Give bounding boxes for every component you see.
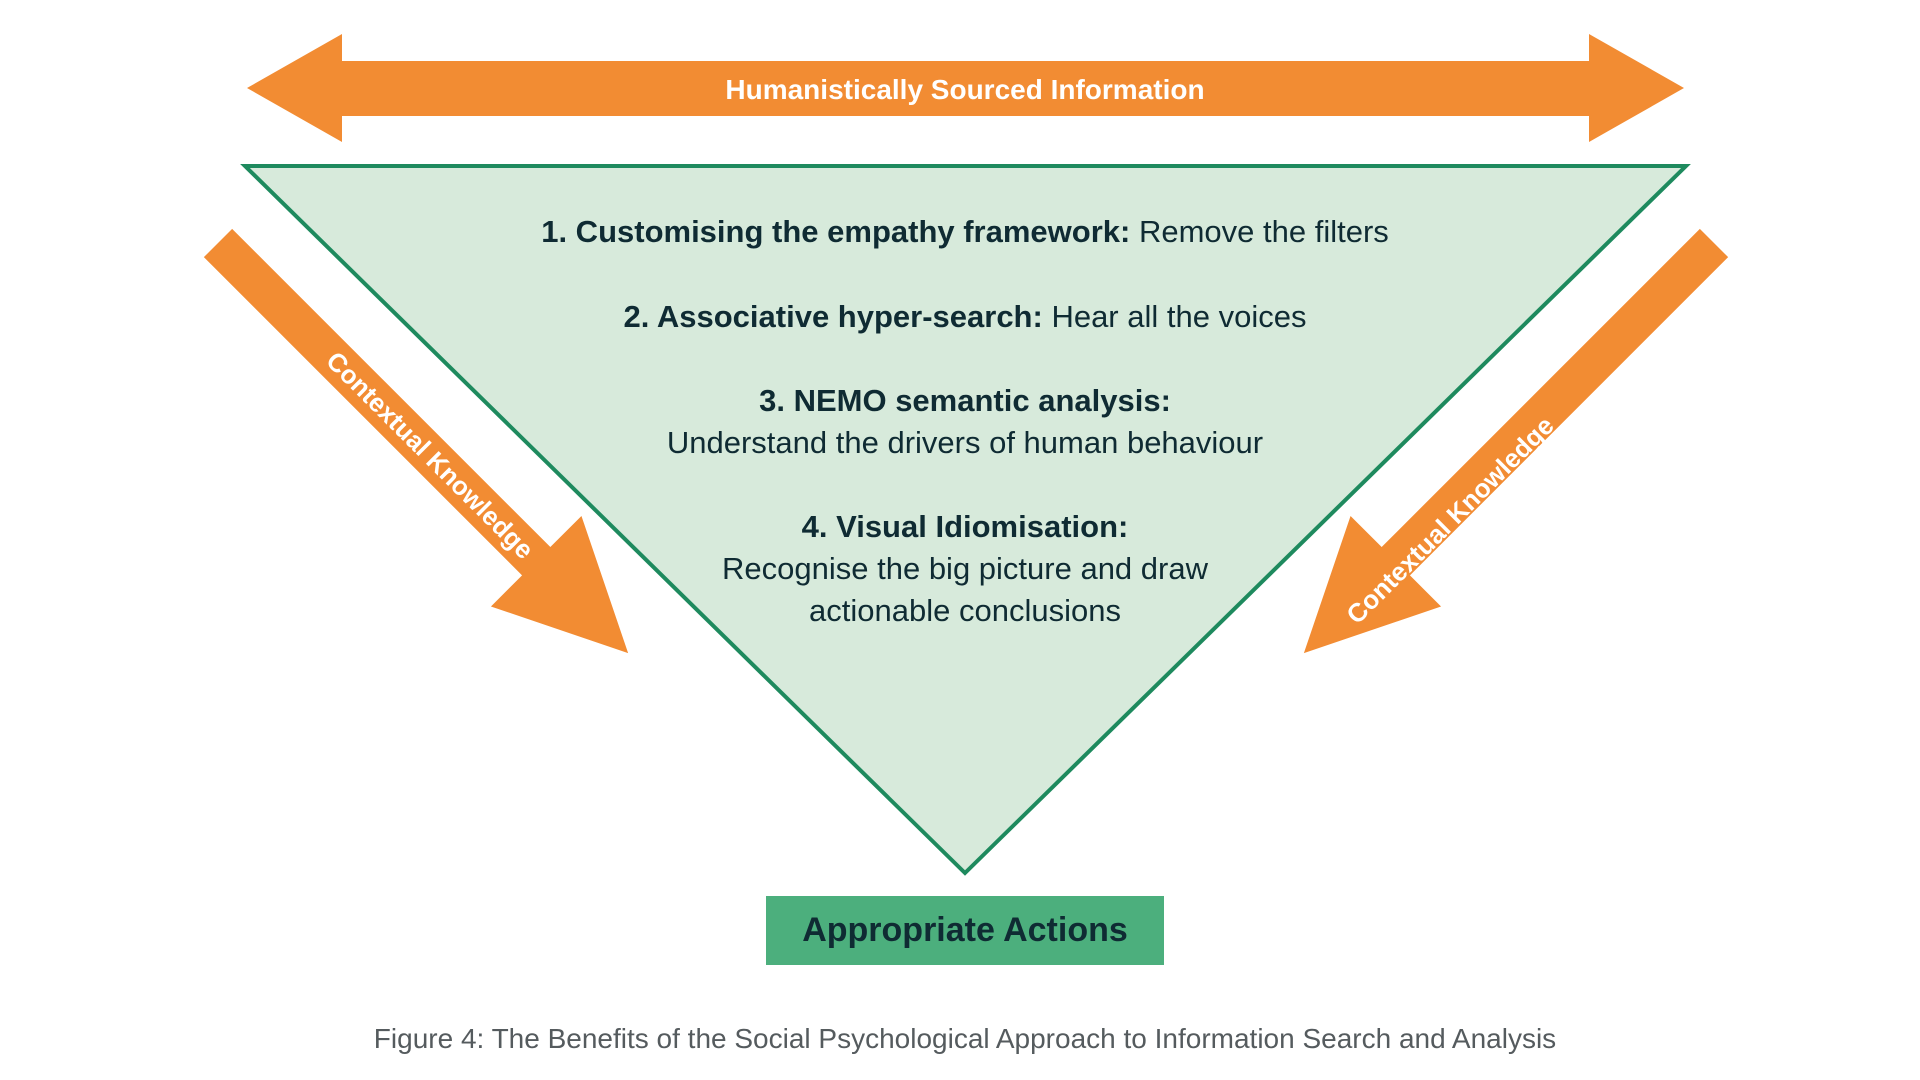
step-1: 1. Customising the empathy framework: Re… [541,214,1389,249]
result-box: Appropriate Actions [766,896,1164,965]
result-box-label: Appropriate Actions [802,911,1128,949]
step-1-title: 1. Customising the empathy framework: [541,214,1130,249]
right-diagonal-arrow [1303,228,1729,654]
step-1-text: Remove the filters [1130,214,1388,249]
step-4-title: 4. Visual Idiomisation: [802,509,1129,544]
right-arrow-shape [1303,228,1729,654]
step-3-title: 3. NEMO semantic analysis: [759,383,1171,418]
step-4-text-line-1: Recognise the big picture and draw [722,551,1209,586]
result-box-background [766,896,1164,965]
top-double-arrow-shape [247,34,1684,142]
left-arrow-shape [203,228,629,654]
step-2-title: 2. Associative hyper-search: [624,299,1043,334]
top-arrow-label: Humanistically Sourced Information [725,74,1204,105]
steps-list: 1. Customising the empathy framework: Re… [541,214,1389,628]
step-4-text-line-2: actionable conclusions [809,593,1121,628]
step-2: 2. Associative hyper-search: Hear all th… [624,299,1307,334]
figure-caption: Figure 4: The Benefits of the Social Psy… [374,1023,1556,1054]
step-2-text: Hear all the voices [1043,299,1307,334]
step-3-text: Understand the drivers of human behaviou… [667,425,1263,460]
process-triangle [240,164,1691,876]
top-double-arrow: Humanistically Sourced Information [247,34,1684,142]
